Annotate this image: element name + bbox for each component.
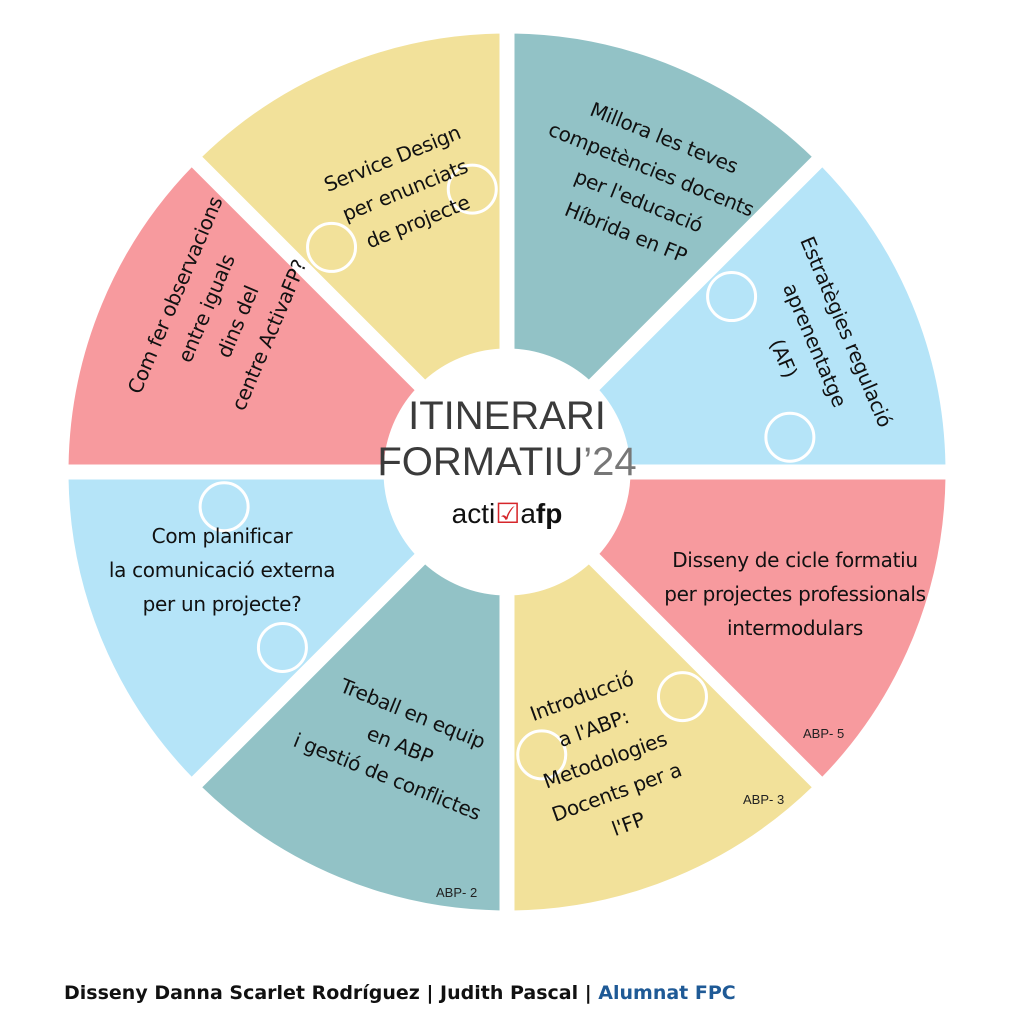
credits-authors: Disseny Danna Scarlet Rodríguez | Judith…	[64, 982, 599, 1004]
segment-yellow	[511, 560, 816, 914]
puzzle-knob	[256, 621, 308, 673]
label-line: per un projecte?	[142, 592, 302, 616]
puzzle-knob	[446, 163, 498, 215]
segment-teal	[511, 30, 816, 384]
credits-org-link[interactable]: Alumnat FPC	[598, 982, 736, 1004]
tag-abp3: ABP- 3	[743, 792, 785, 807]
puzzle-knob	[656, 671, 708, 723]
puzzle-knob	[764, 411, 816, 463]
segment-pink	[65, 163, 419, 468]
credits: Disseny Danna Scarlet Rodríguez | Judith…	[64, 982, 736, 1004]
segment-lightblue	[65, 476, 419, 781]
puzzle-knob	[516, 729, 568, 781]
label-line: per projectes professionals	[664, 582, 926, 606]
title-formatiu: FORMATIU	[377, 440, 584, 484]
title-line2: FORMATIU’24	[377, 439, 636, 485]
logo-part: a	[520, 498, 536, 529]
tag-abp2: ABP- 2	[436, 885, 478, 900]
segment-pink	[595, 476, 949, 781]
segment-label-2: Disseny de cicle formatiu per projectes p…	[664, 543, 926, 645]
label-line: intermodulars	[727, 616, 863, 640]
puzzle-knob	[306, 221, 358, 273]
label-line: Com planificar	[151, 524, 293, 548]
title-year: ’24	[583, 440, 637, 484]
segment-lightblue	[595, 163, 949, 468]
puzzle-knob	[706, 271, 758, 323]
puzzle-knob	[198, 481, 250, 533]
checkbox-icon: ☑	[495, 498, 521, 529]
segment-teal	[198, 560, 503, 914]
tag-abp5: ABP- 5	[803, 726, 845, 741]
center-title: ITINERARI FORMATIU’24 acti☑afp	[377, 393, 636, 537]
activafp-logo: acti☑afp	[377, 491, 636, 537]
segment-label-5: Com planificar la comunicació externa per …	[108, 519, 336, 621]
title-line1: ITINERARI	[408, 394, 606, 438]
label-line: Disseny de cicle formatiu	[672, 548, 918, 572]
logo-part: fp	[535, 498, 563, 529]
label-line: la comunicació externa	[108, 558, 336, 582]
segment-yellow	[198, 30, 503, 384]
logo-part: acti	[451, 498, 496, 529]
